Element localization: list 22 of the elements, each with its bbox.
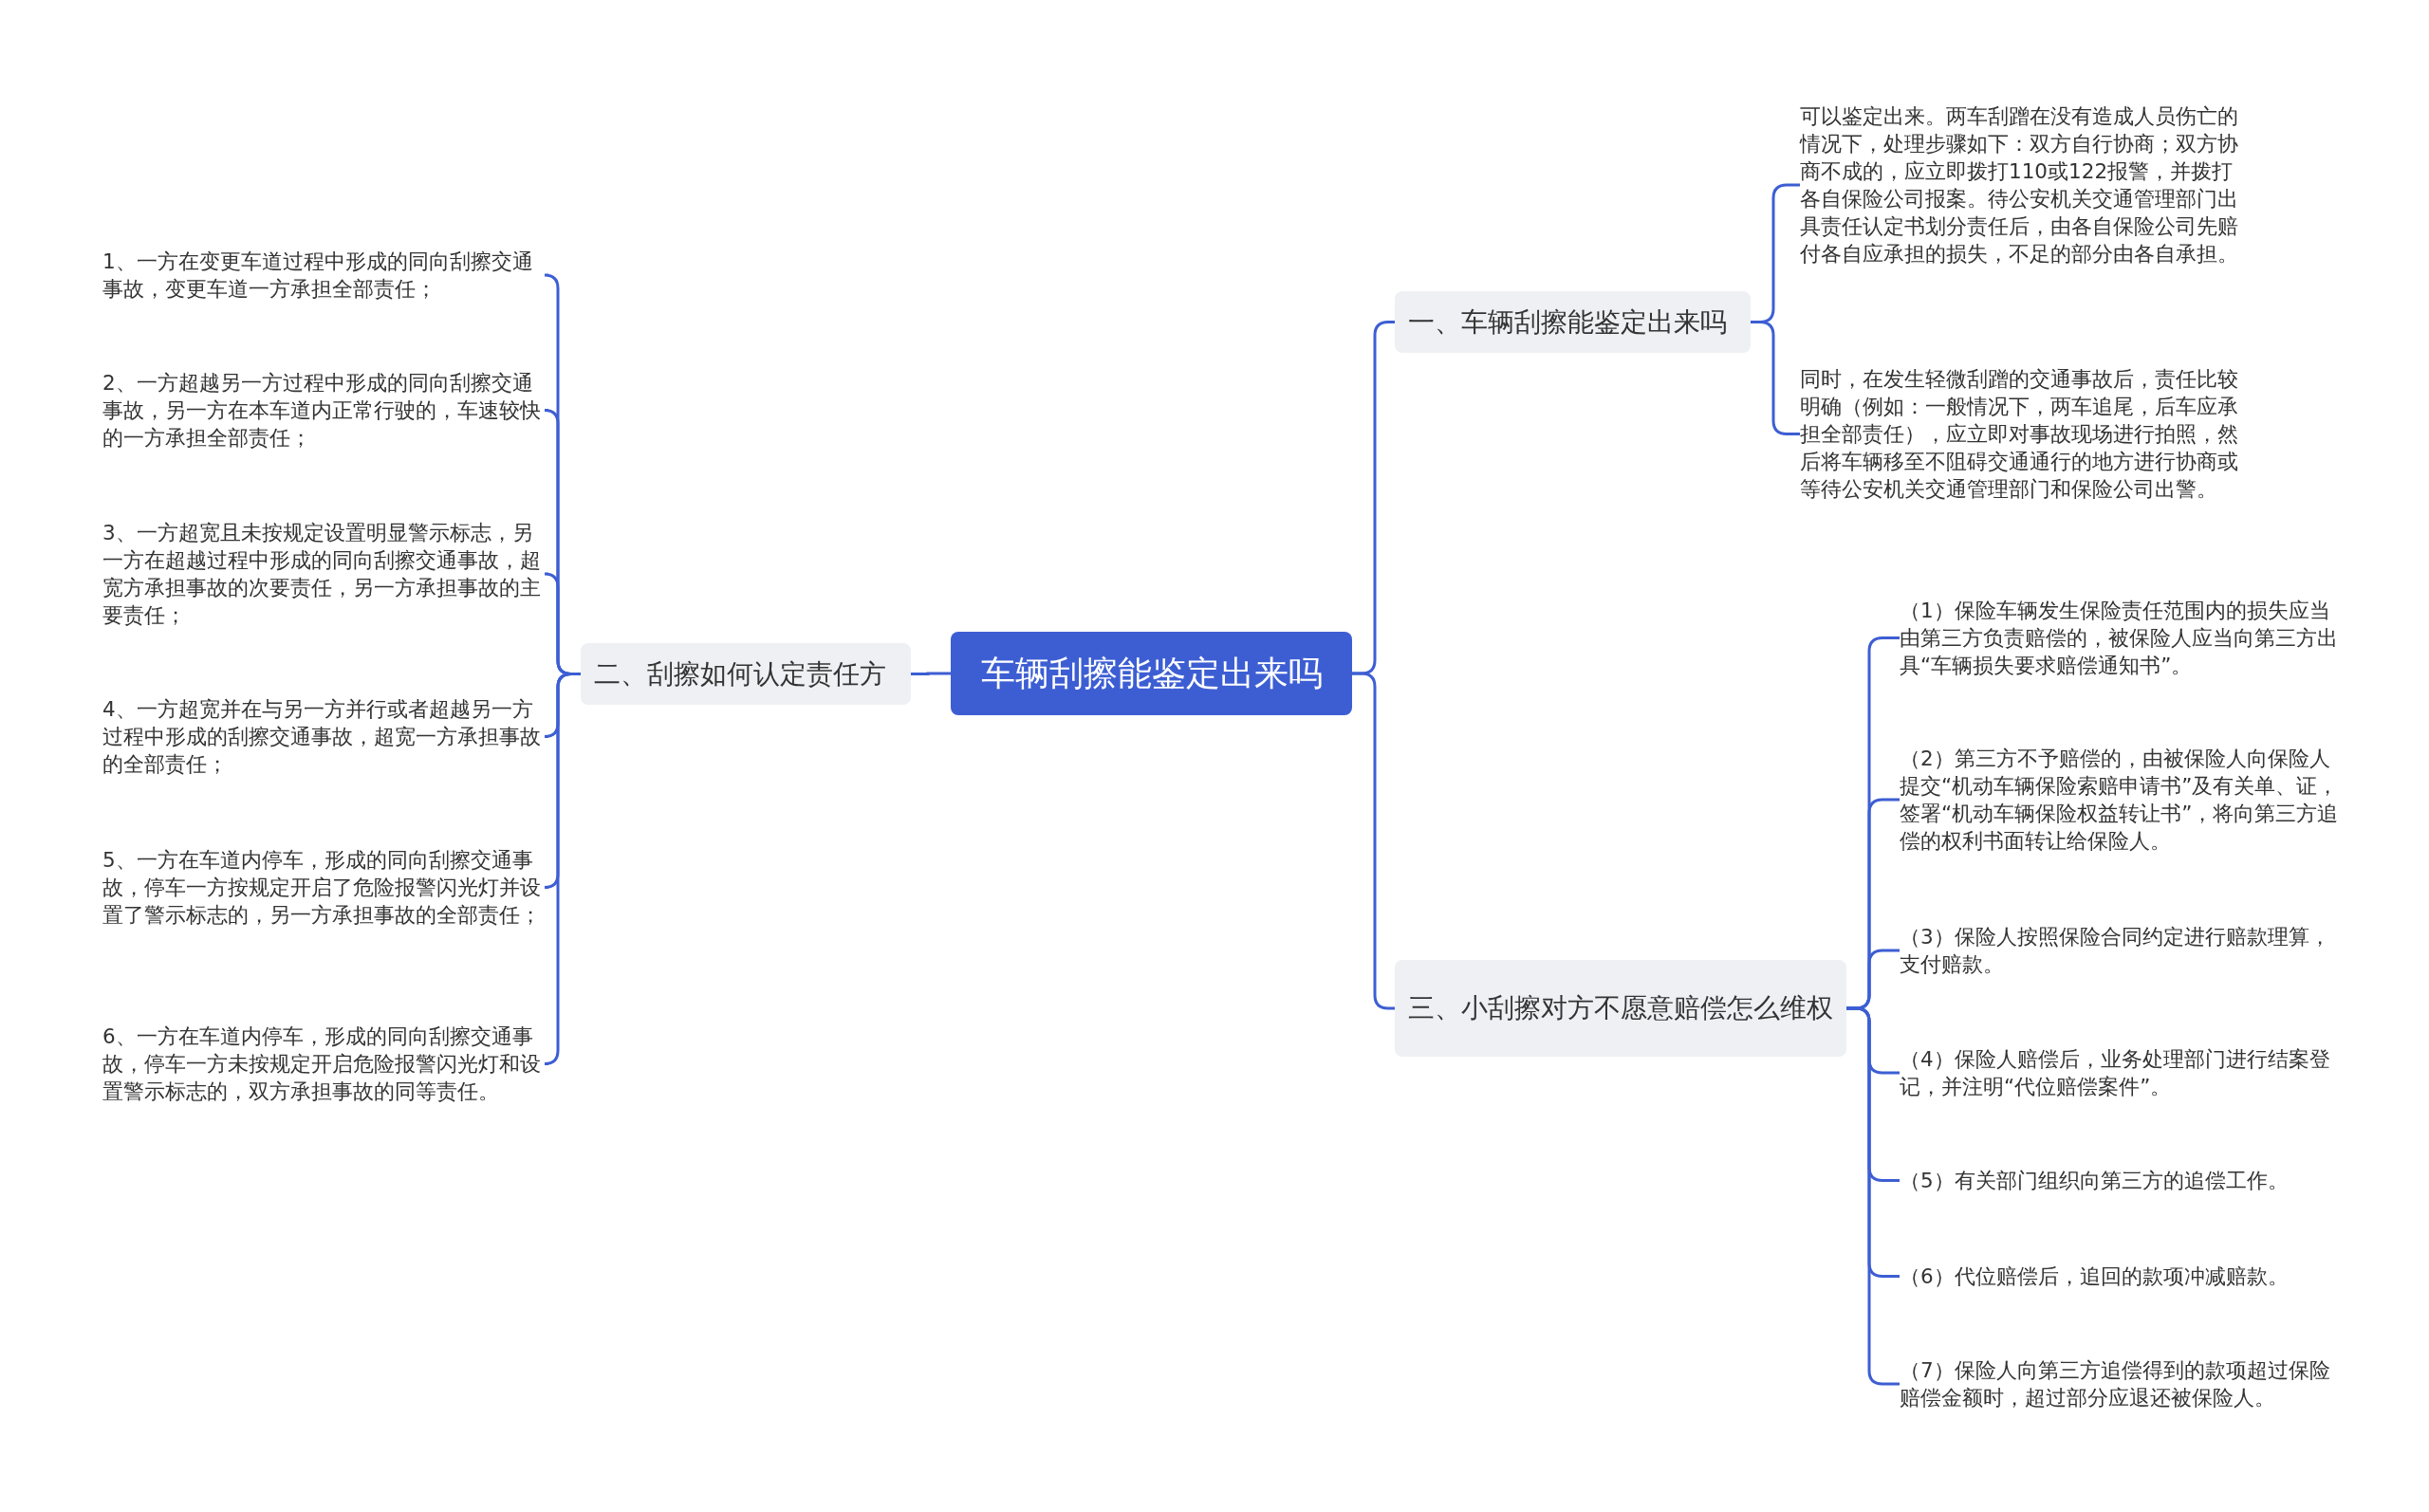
topic-box: 二、刮擦如何认定责任方: [581, 643, 911, 705]
note-text: （4）保险人赔偿后，业务处理部门进行结案登记，并注明“代位赔偿案件”。: [1900, 1045, 2346, 1100]
note-text: 2、一方超越另一方过程中形成的同向刮擦交通事故，另一方在本车道内正常行驶的，车速较快的一方承担全部责任；: [102, 369, 548, 452]
topic-box: 一、车辆刮擦能鉴定出来吗: [1395, 291, 1751, 353]
note-text: （7）保险人向第三方追偿得到的款项超过保险赔偿金额时，超过部分应退还被保险人。: [1900, 1356, 2346, 1411]
note-text: （3）保险人按照保险合同约定进行赔款理算，支付赔款。: [1900, 923, 2346, 978]
note-text: （6）代位赔偿后，追回的款项冲减赔款。: [1900, 1263, 2346, 1290]
note-text: 3、一方超宽且未按规定设置明显警示标志，另一方在超越过程中形成的同向刮擦交通事故，超宽方承担事故的次要责任，另一方承担事故的主要责任；: [102, 519, 548, 629]
topic-box: 三、小刮擦对方不愿意赔偿怎么维权: [1395, 960, 1846, 1057]
note-text: 6、一方在车道内停车，形成的同向刮擦交通事故，停车一方未按规定开启危险报警闪光灯和设置警示标志的，双方承担事故的同等责任。: [102, 1023, 548, 1105]
note-text: 5、一方在车道内停车，形成的同向刮擦交通事故，停车一方按规定开启了危险报警闪光灯并设置了警示标志的，另一方承担事故的全部责任；: [102, 846, 548, 929]
connector-line: [911, 672, 951, 675]
note-text: 同时，在发生轻微刮蹭的交通事故后，责任比较明确（例如：一般情况下，两车追尾，后车应承担全部责任），应立即对事故现场进行拍照，然后将车辆移至不阻碍交通通行的地方进行协商或等待公安机关交通管理部门和保险公司出警。: [1800, 365, 2246, 503]
connector-line: [1846, 1006, 1900, 1386]
central-topic-box: 车辆刮擦能鉴定出来吗: [951, 632, 1352, 715]
note-text: 1、一方在变更车道过程中形成的同向刮擦交通事故，变更车道一方承担全部责任；: [102, 248, 548, 303]
note-text: （5）有关部门组织向第三方的追偿工作。: [1900, 1167, 2346, 1194]
note-text: 4、一方超宽并在与另一方并行或者超越另一方过程中形成的刮擦交通事故，超宽一方承担事故的全部责任；: [102, 695, 548, 778]
note-text: （1）保险车辆发生保险责任范围内的损失应当由第三方负责赔偿的，被保险人应当向第三方出具“车辆损失要求赔偿通知书”。: [1900, 597, 2346, 679]
connector-line: [543, 673, 581, 1065]
note-text: （2）第三方不予赔偿的，由被保险人向保险人提交“机动车辆保险索赔申请书”及有关单、证，签署“机动车辆保险权益转让书”，将向第三方追偿的权利书面转让给保险人。: [1900, 745, 2346, 855]
note-text: 可以鉴定出来。两车刮蹭在没有造成人员伤亡的情况下，处理步骤如下：双方自行协商；双方协商不成的，应立即拨打110或122报警，并拨打各自保险公司报案。待公安机关交通管理部门出具责任认定书划分责任后，由各自保险公司先赔付各自应承担的损失，不足的部分由各自承担。: [1800, 102, 2246, 267]
